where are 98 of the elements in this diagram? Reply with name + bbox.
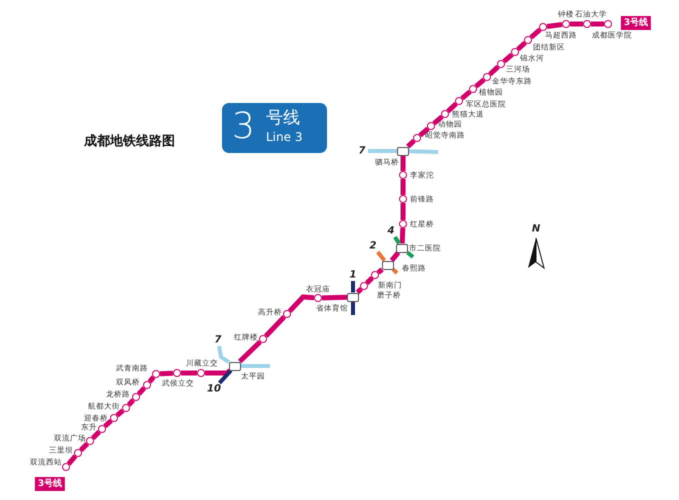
station-marker <box>259 335 267 343</box>
line-segment <box>376 268 384 275</box>
station-marker <box>399 220 407 228</box>
line-segment <box>390 250 400 262</box>
station-marker <box>197 369 205 377</box>
station-marker <box>122 404 130 412</box>
station-marker <box>441 110 449 118</box>
station-marker <box>562 20 570 28</box>
line-segment <box>474 78 486 88</box>
line-segment <box>406 138 416 148</box>
station-marker <box>86 437 94 445</box>
station-marker <box>413 134 421 142</box>
line-segment <box>148 376 156 384</box>
line-segment <box>181 370 197 376</box>
interchange-marker <box>347 292 359 302</box>
station-marker <box>74 449 82 457</box>
line-number: 7 <box>214 334 222 346</box>
line-title-box <box>222 103 327 153</box>
station-marker <box>152 370 160 378</box>
north-label: N <box>532 224 540 234</box>
line-segment <box>356 287 363 294</box>
station-marker <box>524 36 532 44</box>
line-number: 3 <box>232 107 255 147</box>
line-segment <box>160 370 174 376</box>
line-segment <box>400 179 406 195</box>
transfer-line <box>368 149 397 153</box>
interchange-marker <box>382 260 394 270</box>
line-segment <box>400 203 406 220</box>
line-number: 10 <box>207 384 221 394</box>
station-marker <box>497 60 505 68</box>
station-marker <box>399 195 407 203</box>
line-segment <box>446 102 458 114</box>
line-segment <box>516 40 527 52</box>
station-marker <box>371 271 379 279</box>
station-marker <box>283 310 291 318</box>
station-marker <box>173 369 181 377</box>
line-name: 号线 <box>266 108 300 128</box>
line-segment <box>591 22 604 26</box>
transfer-line <box>376 250 386 262</box>
line-segment <box>460 90 472 100</box>
line-segment <box>79 442 89 452</box>
transfer-line <box>392 268 398 274</box>
line-segment <box>103 418 113 428</box>
line-segment <box>529 28 542 40</box>
station-marker <box>469 85 477 93</box>
station-marker <box>132 393 140 401</box>
interchange-marker <box>397 146 409 156</box>
transfer-line <box>218 369 232 384</box>
line-segment <box>205 368 232 376</box>
transfer-line <box>351 281 355 292</box>
line-segment <box>570 22 583 26</box>
station-marker <box>360 282 368 290</box>
interchange-marker <box>229 362 241 370</box>
line-segment <box>238 340 262 364</box>
station-marker <box>604 20 612 28</box>
line-name-english: Line 3 <box>266 130 302 144</box>
line-segment <box>400 228 406 244</box>
line-segment <box>418 126 430 138</box>
line-number: 4 <box>388 226 394 236</box>
line-segment <box>546 22 562 29</box>
line-segment <box>365 276 374 285</box>
station-marker <box>539 23 547 31</box>
station-marker <box>399 171 407 179</box>
line-number: 2 <box>370 240 376 252</box>
station-marker <box>583 20 591 28</box>
station-marker <box>483 73 491 81</box>
line-number: 1 <box>350 270 356 280</box>
line-segment <box>288 294 314 313</box>
line-segment <box>322 294 348 300</box>
line-segment <box>136 386 146 396</box>
station-marker <box>62 463 70 471</box>
line-badge: 3号线 <box>620 16 652 30</box>
station-marker <box>314 294 322 302</box>
transfer-line <box>241 364 270 368</box>
interchange-marker <box>396 244 408 252</box>
station-marker <box>143 381 151 389</box>
line-segment <box>488 64 500 76</box>
transfer-line <box>351 302 355 315</box>
station-marker <box>511 48 519 56</box>
line-segment <box>91 430 101 440</box>
station-marker <box>98 425 106 433</box>
line-segment <box>116 408 124 418</box>
transfer-line <box>217 346 230 364</box>
station-marker <box>110 414 118 422</box>
line-segment <box>126 398 136 407</box>
transfer-line <box>408 149 438 154</box>
line-segment <box>502 52 514 64</box>
station-marker <box>455 97 463 105</box>
line-segment <box>400 156 406 171</box>
line-badge: 3号线 <box>34 477 66 491</box>
line-number: 7 <box>358 146 366 156</box>
line-segment <box>264 315 286 338</box>
map-title: 成都地铁线路图 <box>84 133 175 150</box>
line-segment <box>66 454 78 466</box>
transfer-line <box>393 236 401 245</box>
station-marker <box>427 122 435 130</box>
transfer-line <box>406 250 414 259</box>
line-segment <box>432 114 444 126</box>
